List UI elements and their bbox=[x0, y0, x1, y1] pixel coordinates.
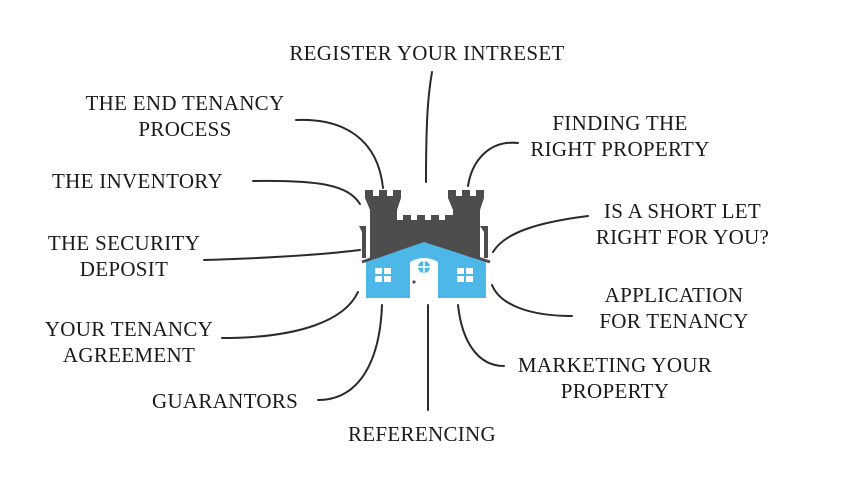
connector-guarantors bbox=[317, 304, 383, 401]
label-end-tenancy-line1: THE END TENANCY bbox=[85, 91, 285, 115]
connector-finding-property bbox=[467, 141, 519, 187]
label-short-let-line2: RIGHT FOR YOU? bbox=[595, 225, 770, 249]
connector-security-deposit bbox=[203, 249, 361, 261]
label-tenancy-agreement-line1: YOUR TENANCY bbox=[44, 317, 214, 341]
label-application: APPLICATION FOR TENANCY bbox=[584, 282, 764, 334]
label-guarantors-line1: GUARANTORS bbox=[152, 389, 299, 413]
label-security-deposit-line1: THE SECURITY bbox=[47, 231, 201, 255]
connector-lines bbox=[203, 71, 589, 411]
connector-short-let bbox=[492, 215, 589, 253]
label-guarantors: GUARANTORS bbox=[152, 388, 298, 414]
label-security-deposit: THE SECURITY DEPOSIT bbox=[36, 230, 212, 282]
label-marketing-line1: MARKETING YOUR bbox=[517, 353, 713, 377]
castle-silhouette bbox=[359, 190, 488, 258]
connector-end-tenancy bbox=[295, 118, 384, 189]
label-register: REGISTER YOUR INTRESET bbox=[274, 40, 580, 66]
label-security-deposit-line2: DEPOSIT bbox=[79, 257, 169, 281]
label-end-tenancy: THE END TENANCY PROCESS bbox=[60, 90, 310, 142]
label-finding-property-line2: RIGHT PROPERTY bbox=[530, 137, 710, 161]
label-application-line2: FOR TENANCY bbox=[599, 309, 749, 333]
label-application-line1: APPLICATION bbox=[604, 283, 744, 307]
label-marketing: MARKETING YOUR PROPERTY bbox=[506, 352, 724, 404]
label-referencing: REFERENCING bbox=[348, 421, 496, 447]
connector-marketing bbox=[457, 304, 505, 367]
label-register-line1: REGISTER YOUR INTRESET bbox=[289, 41, 565, 65]
house-door bbox=[410, 258, 438, 298]
label-marketing-line2: PROPERTY bbox=[560, 379, 670, 403]
label-short-let-line1: IS A SHORT LET bbox=[603, 199, 762, 223]
label-finding-property-line1: FINDING THE bbox=[552, 111, 688, 135]
label-end-tenancy-line2: PROCESS bbox=[138, 117, 232, 141]
label-referencing-line1: REFERENCING bbox=[348, 422, 496, 446]
label-inventory: THE INVENTORY bbox=[52, 168, 223, 194]
label-finding-property: FINDING THE RIGHT PROPERTY bbox=[520, 110, 720, 162]
connector-tenancy-agreement bbox=[221, 291, 359, 339]
connector-application bbox=[491, 284, 573, 317]
label-tenancy-agreement-line2: AGREEMENT bbox=[62, 343, 196, 367]
label-inventory-line1: THE INVENTORY bbox=[52, 169, 223, 193]
connector-inventory bbox=[252, 179, 361, 205]
label-tenancy-agreement: YOUR TENANCY AGREEMENT bbox=[36, 316, 222, 368]
label-short-let: IS A SHORT LET RIGHT FOR YOU? bbox=[580, 198, 785, 250]
connector-register bbox=[425, 71, 433, 183]
castle-house-icon bbox=[359, 190, 491, 298]
